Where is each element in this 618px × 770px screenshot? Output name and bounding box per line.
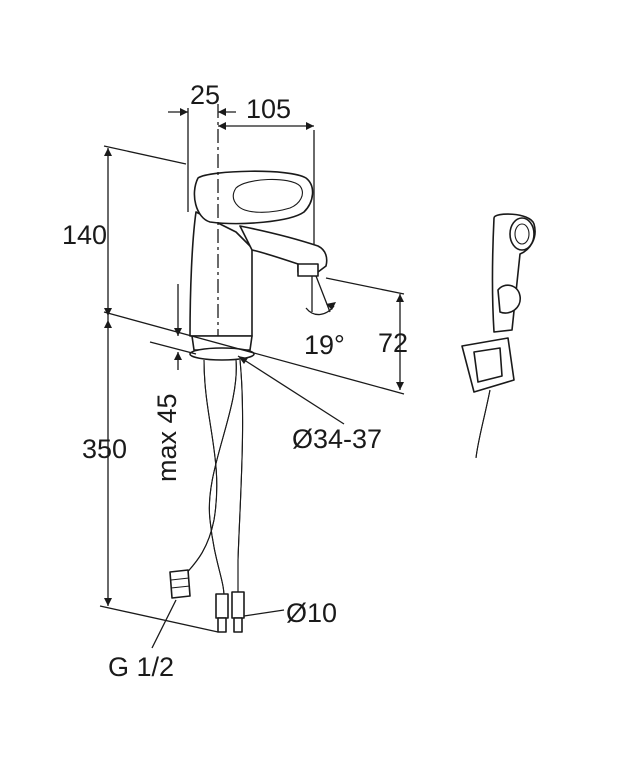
label-spout-reach: 105 bbox=[246, 94, 291, 124]
label-hose-connection: G 1/2 bbox=[108, 652, 174, 682]
supply-hoses bbox=[169, 359, 245, 633]
label-spout-offset: 25 bbox=[190, 80, 220, 110]
hand-shower bbox=[461, 213, 536, 459]
label-spout-height: 72 bbox=[378, 328, 408, 358]
label-mount-hole: Ø34-37 bbox=[292, 424, 382, 454]
faucet-body bbox=[189, 170, 328, 361]
dimension-lines bbox=[99, 104, 405, 649]
label-spout-angle: 19° bbox=[304, 330, 345, 360]
label-body-height: 140 bbox=[62, 220, 107, 250]
label-hose-diameter: Ø10 bbox=[286, 598, 337, 628]
label-hose-length: 350 bbox=[82, 434, 127, 464]
dimension-labels: 25 105 140 19° 72 Ø34-37 max 45 350 G 1/… bbox=[62, 80, 408, 682]
label-deck-thickness: max 45 bbox=[152, 393, 182, 482]
